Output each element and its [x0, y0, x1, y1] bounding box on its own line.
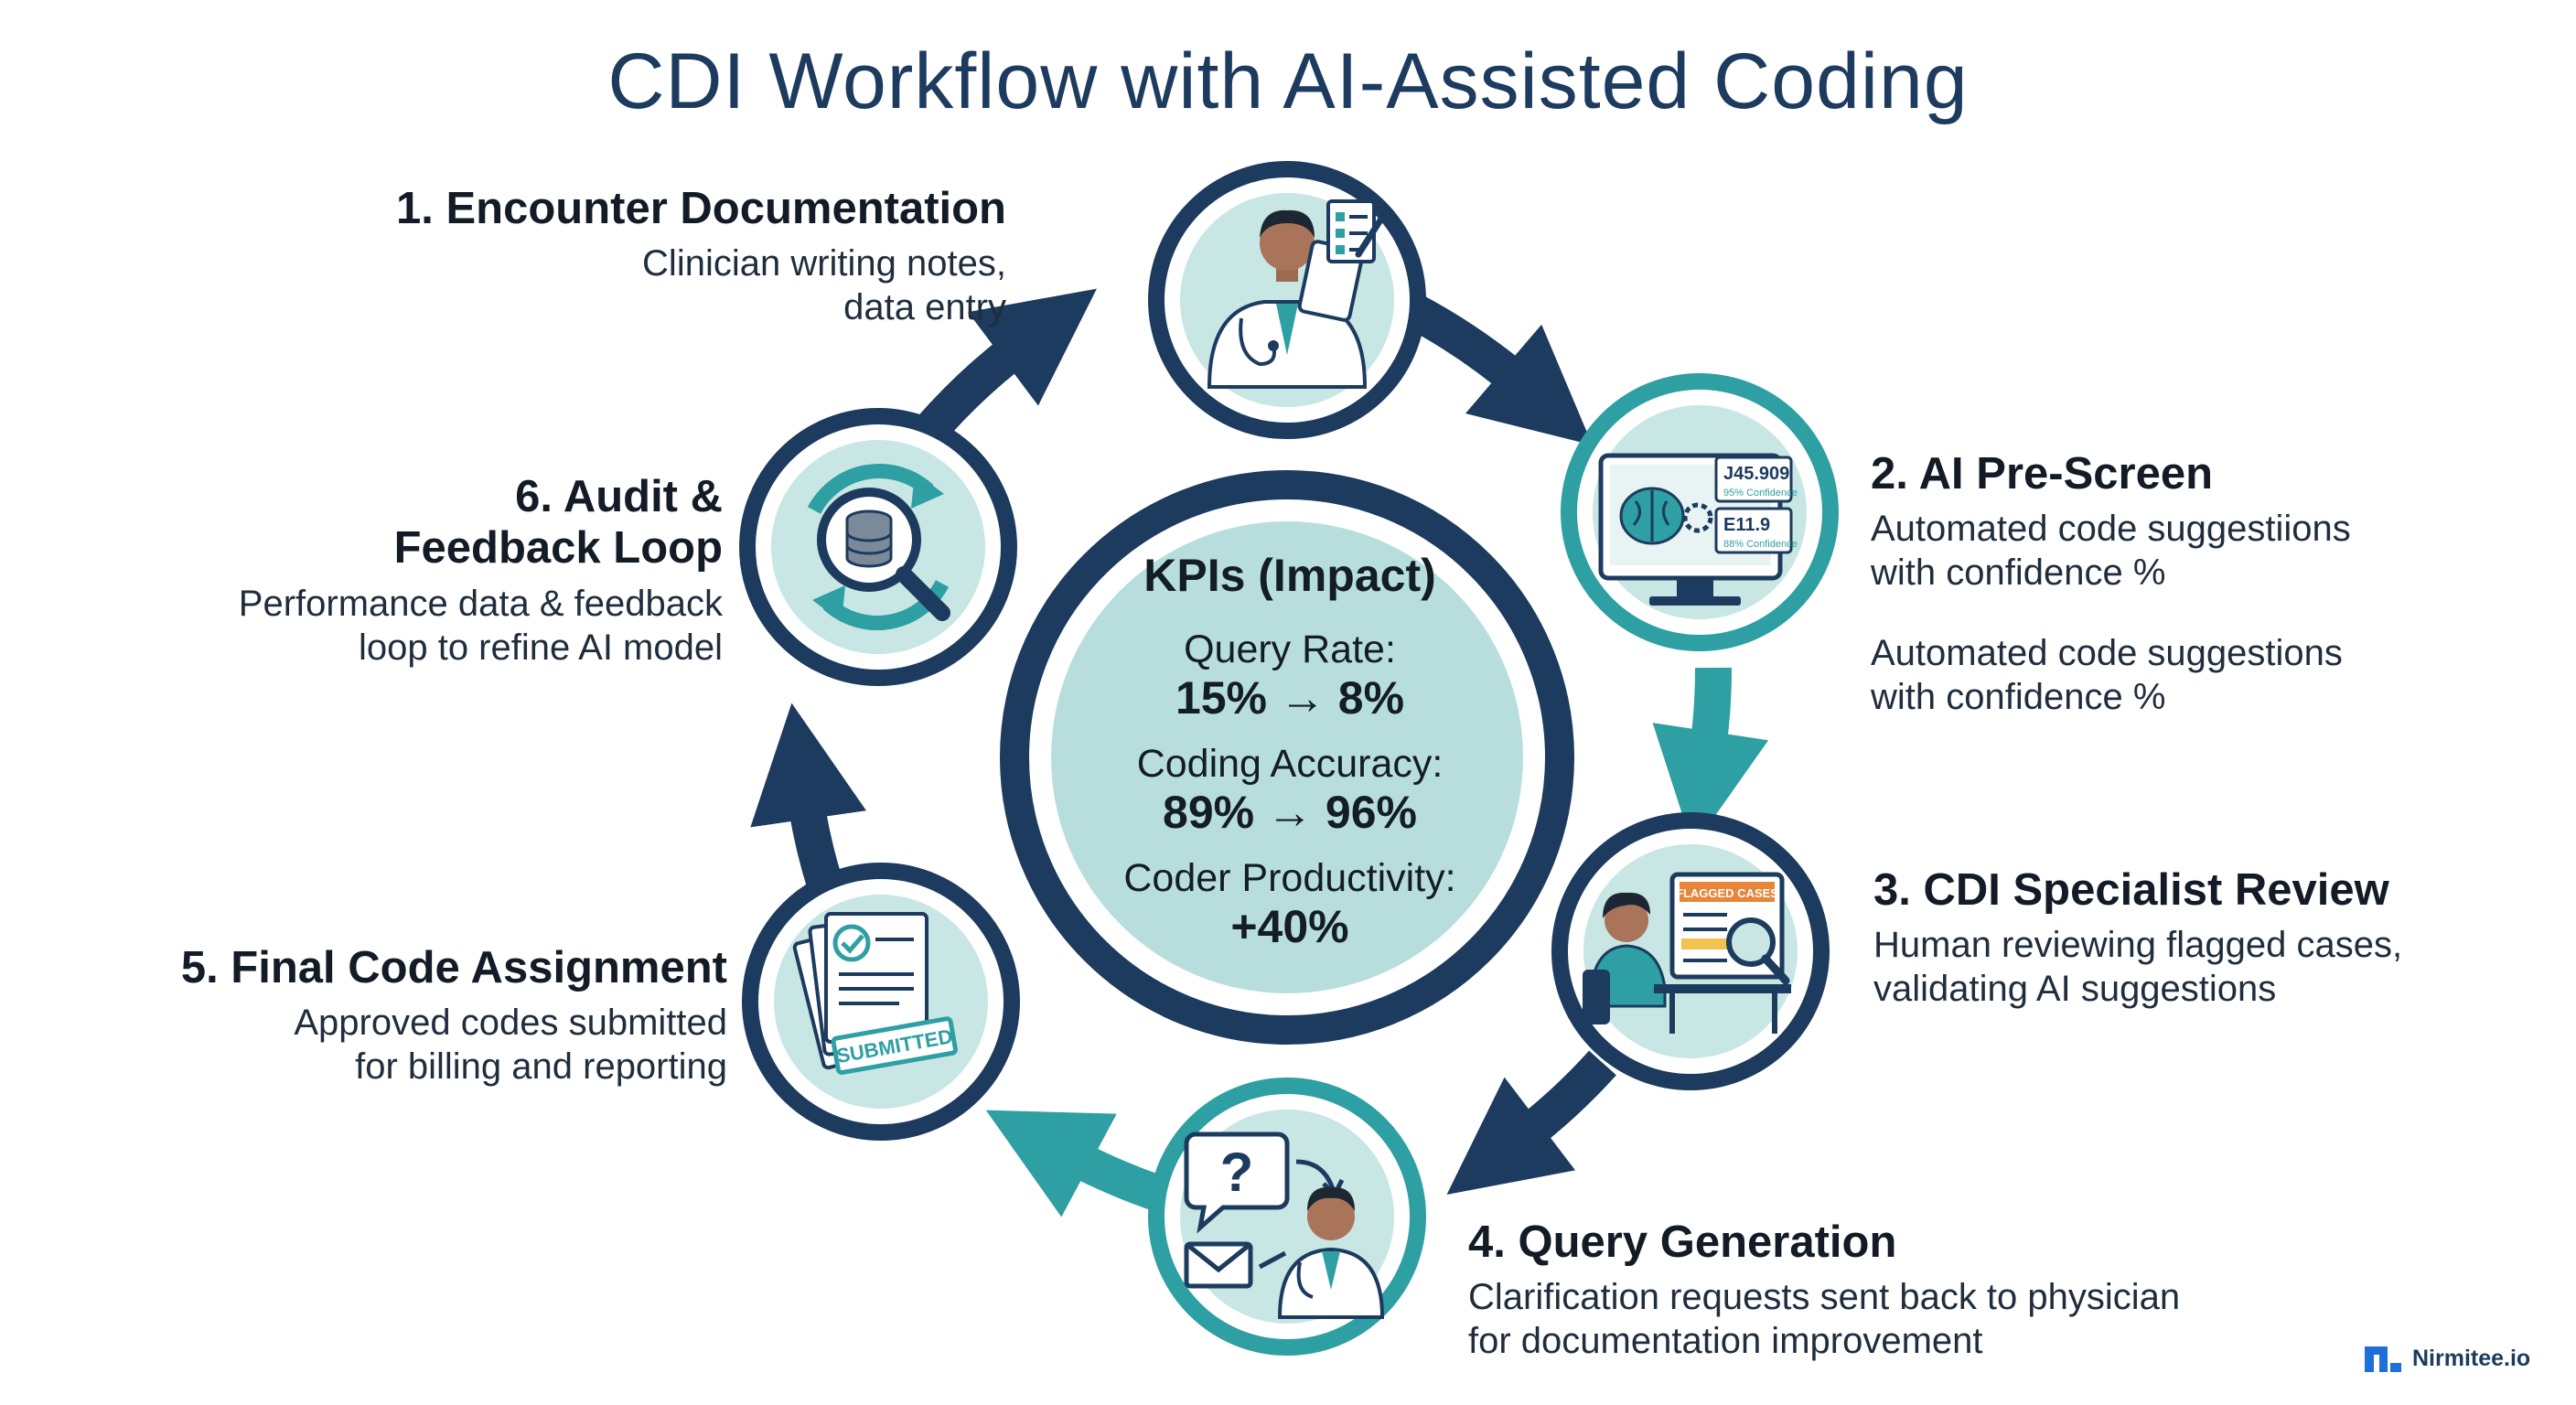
page-title: CDI Workflow with AI-Assisted Coding	[607, 38, 1969, 125]
step-2-label: 2. AI Pre-Screen Automated code suggesti…	[1871, 448, 2529, 719]
step-1-desc-line-2: data entry	[843, 287, 1006, 328]
step-4-title: 4. Query Generation	[1468, 1217, 1897, 1267]
flagged-cases-label: FLAGGED CASES	[1676, 886, 1778, 900]
step-2-desc-line-1: Automated code suggestiions	[1871, 509, 2351, 550]
arrow-2-to-3	[1652, 667, 1769, 848]
kpi-coder-productivity-label: Coder Productivity:	[1123, 855, 1456, 900]
node-2-ai-prescreen: J45.909 95% Confidence E11.9 88% Confide…	[1561, 373, 1839, 651]
arrow-4-to-5	[985, 1110, 1168, 1217]
kpi-panel: KPIs (Impact) Query Rate: 15% → 8% Codin…	[1034, 549, 1546, 971]
node-6-audit-feedback	[739, 408, 1017, 686]
step-2-title: 2. AI Pre-Screen	[1871, 449, 2214, 499]
kpi-coder-productivity-value: +40%	[1230, 901, 1349, 953]
node-3-specialist-review: FLAGGED CASES	[1551, 812, 1830, 1090]
step-4-desc-line-2: for documentation improvement	[1468, 1321, 1983, 1362]
node-5-final-code: SUBMITTED	[742, 863, 1020, 1141]
step-1-title: 1. Encounter Documentation	[395, 184, 1006, 233]
step-2-desc2-line-1: Automated code suggestions	[1871, 633, 2343, 674]
specialist-review-icon: FLAGGED CASES	[1583, 872, 1791, 1034]
code-card-2: E11.9 88% Confidence	[1714, 507, 1798, 554]
clinician-tablet-icon	[1207, 199, 1387, 389]
query-message-icon: ?	[1184, 1132, 1385, 1319]
node-1-encounter	[1148, 161, 1426, 439]
step-1-desc-line-1: Clinician writing notes,	[642, 243, 1006, 284]
screen-conf-1: 95% Confidence	[1723, 488, 1798, 499]
audit-magnifier-icon	[807, 463, 950, 631]
node-4-query-generation: ?	[1148, 1078, 1426, 1356]
step-4-label: 4. Query Generation Clarification reques…	[1468, 1217, 2383, 1363]
screen-code-1: J45.909	[1723, 464, 1789, 484]
kpi-coding-accuracy-label: Coding Accuracy:	[1136, 741, 1444, 786]
nirmitee-logo-icon	[2365, 1346, 2401, 1372]
step-5-label: 5. Final Code Assignment Approved codes …	[91, 942, 727, 1089]
screen-code-2: E11.9	[1723, 515, 1770, 535]
arrow-5-to-6	[750, 702, 866, 890]
step-5-desc-line-2: for billing and reporting	[355, 1046, 727, 1088]
step-6-title-line-2: Feedback Loop	[393, 523, 723, 574]
step-3-desc-line-2: validating AI suggestions	[1873, 969, 2277, 1010]
step-6-desc-line-2: loop to refine AI model	[358, 627, 723, 668]
step-5-desc-line-1: Approved codes submitted	[294, 1003, 727, 1044]
step-6-title-line-1: 6. Audit &	[515, 472, 723, 521]
brand-name: Nirmitee.io	[2412, 1345, 2531, 1371]
step-2-desc2-line-2: with confidence %	[1871, 677, 2166, 718]
kpi-title: KPIs (Impact)	[1143, 550, 1436, 601]
ai-monitor-icon: J45.909 95% Confidence E11.9 88% Confide…	[1598, 453, 1798, 606]
step-3-desc-line-1: Human reviewing flagged cases,	[1873, 925, 2403, 966]
kpi-query-rate-label: Query Rate:	[1184, 627, 1396, 671]
step-2-desc-line-2: with confidence %	[1871, 552, 2166, 594]
step-4-desc-line-1: Clarification requests sent back to phys…	[1468, 1277, 2181, 1318]
submitted-document-icon: SUBMITTED	[792, 912, 958, 1076]
kpi-coding-accuracy-value: 89% → 96%	[1163, 787, 1417, 839]
step-3-label: 3. CDI Specialist Review Human reviewing…	[1873, 864, 2569, 1011]
screen-conf-2: 88% Confidence	[1723, 539, 1798, 550]
brand-logo: Nirmitee.io	[2365, 1343, 2530, 1374]
arrow-3-to-4	[1446, 1050, 1616, 1196]
step-6-title: 6. Audit & Feedback Loop	[110, 471, 723, 574]
step-3-title: 3. CDI Specialist Review	[1873, 865, 2389, 915]
step-5-title: 5. Final Code Assignment	[180, 943, 727, 992]
step-1-label: 1. Encounter Documentation Clinician wri…	[274, 183, 1006, 329]
step-6-label: 6. Audit & Feedback Loop Performance dat…	[110, 471, 723, 670]
question-mark-glyph: ?	[1220, 1142, 1254, 1203]
kpi-circle	[1000, 470, 1574, 1045]
code-card-1: J45.909 95% Confidence	[1714, 456, 1798, 503]
step-6-desc-line-1: Performance data & feedback	[238, 583, 723, 624]
kpi-query-rate-value: 15% → 8%	[1175, 672, 1405, 724]
